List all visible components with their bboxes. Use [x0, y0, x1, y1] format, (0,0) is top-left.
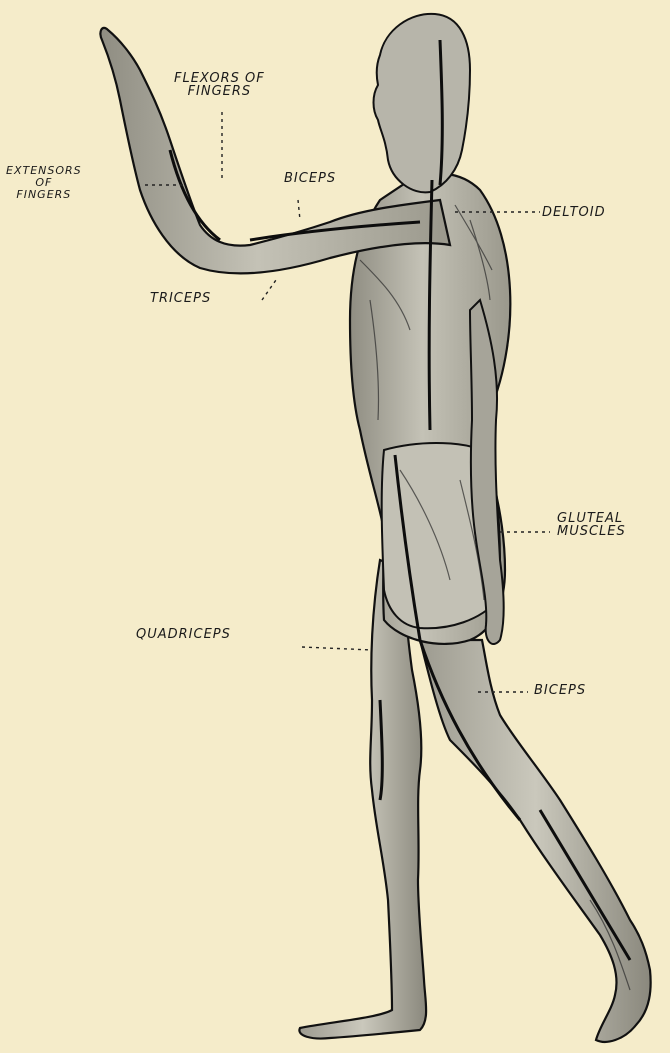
label-gluteal-muscles: GLUTEAL MUSCLES [557, 512, 626, 538]
label-extensors-of-fingers: EXTENSORS OF FINGERS [6, 165, 82, 201]
label-triceps: TRICEPS [150, 292, 211, 305]
label-biceps-leg: BICEPS [534, 684, 586, 697]
right-leg-shape [420, 640, 651, 1042]
label-biceps-arm: BICEPS [284, 172, 336, 185]
label-extensors-line-3: FINGERS [6, 189, 82, 201]
label-gluteal-line-2: MUSCLES [557, 525, 626, 538]
label-flexors-of-fingers: FLEXORS OF FINGERS [174, 72, 265, 98]
label-quadriceps: QUADRICEPS [136, 628, 231, 641]
label-deltoid: DELTOID [542, 206, 606, 219]
head-shape [374, 14, 471, 193]
label-flexors-line-2: FINGERS [174, 85, 265, 98]
